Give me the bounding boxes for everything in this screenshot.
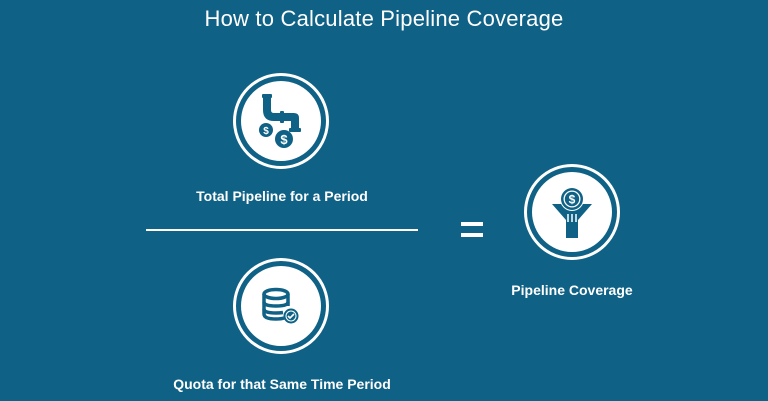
result-label: Pipeline Coverage [511,282,633,298]
page-title: How to Calculate Pipeline Coverage [204,6,564,31]
numerator-label: Total Pipeline for a Period [196,188,368,204]
result-icon-circle: $ [524,164,620,260]
denominator-icon-circle [233,258,329,354]
database-check-icon [262,287,299,324]
pipe-with-coins-icon: $ $ [259,94,301,148]
svg-text:$: $ [569,193,576,207]
numerator-icon-circle: $ $ [233,73,329,169]
fraction-divider [146,229,418,231]
svg-text:$: $ [280,132,288,147]
funnel-coin-icon: $ [552,187,592,238]
equals-sign [461,222,483,240]
denominator-label: Quota for that Same Time Period [173,376,391,392]
svg-text:$: $ [263,126,269,137]
